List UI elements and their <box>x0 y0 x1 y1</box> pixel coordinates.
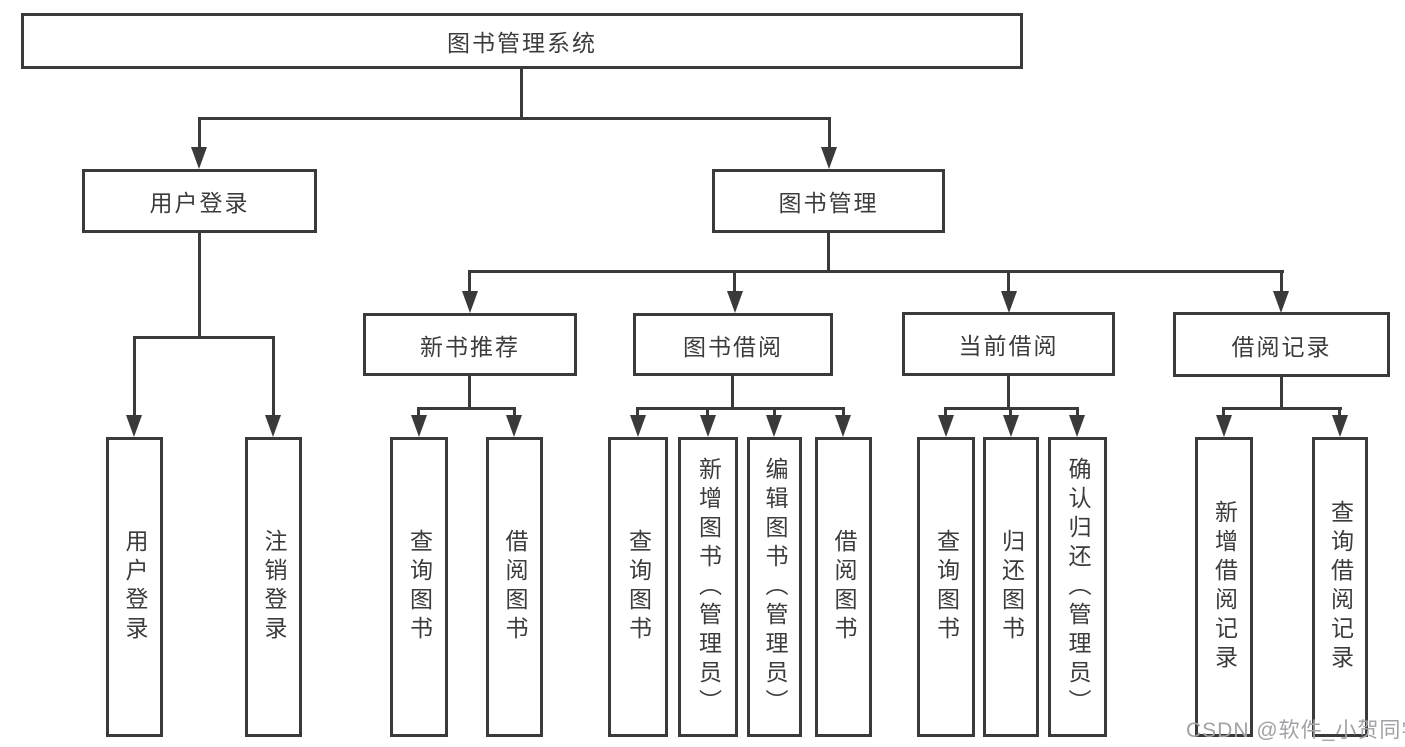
node-system-root: 图书管理系统 <box>21 13 1023 69</box>
node-current-borrow-label: 当前借阅 <box>958 333 1059 359</box>
node-user-login-label: 用户登录 <box>149 190 250 216</box>
leaf-borrow-books: 借阅图书 <box>815 437 872 737</box>
arrowhead-leaf <box>506 415 522 437</box>
connector-borrow-records-branch <box>1222 407 1342 410</box>
connector-stub-leaf-logout <box>272 336 275 416</box>
connector-stub <box>513 407 516 417</box>
leaf-return-books-label: 归还图书 <box>998 529 1025 645</box>
leaf-logout-label: 注销登录 <box>261 529 287 645</box>
connector-stub <box>1009 407 1012 417</box>
connector-stub-book-management <box>828 117 831 148</box>
leaf-query-books-current: 查询图书 <box>917 437 975 737</box>
connector-new-book-stem <box>468 375 471 408</box>
connector-current-borrow-stem <box>1007 376 1010 408</box>
connector-stub <box>636 407 639 417</box>
arrowhead-leaf-login <box>126 415 142 437</box>
node-borrow-records: 借阅记录 <box>1173 312 1390 377</box>
arrowhead-leaf <box>1003 415 1019 437</box>
arrowhead-book-borrow <box>727 291 743 313</box>
leaf-confirm-return-admin: 确认归还（管理员） <box>1048 437 1107 737</box>
leaf-edit-books-admin: 编辑图书（管理员） <box>747 437 802 737</box>
connector-root-stem <box>520 68 523 118</box>
node-user-login: 用户登录 <box>82 169 317 233</box>
arrowhead-leaf <box>1069 415 1085 437</box>
arrowhead-user-login <box>191 147 207 169</box>
connector-book-borrow-stem <box>731 376 734 408</box>
arrowhead-leaf <box>835 415 851 437</box>
node-borrow-records-label: 借阅记录 <box>1231 333 1332 360</box>
connector-stub <box>944 407 947 417</box>
connector-stub-leaf-login <box>133 336 136 416</box>
leaf-add-books-admin: 新增图书（管理员） <box>678 437 738 737</box>
node-system-root-label: 图书管理系统 <box>447 30 597 56</box>
connector-stub-current-borrow <box>1007 270 1010 292</box>
arrowhead-book-management <box>821 147 837 169</box>
leaf-borrow-books-label: 借阅图书 <box>831 529 857 645</box>
leaf-query-books-current-label: 查询图书 <box>933 529 960 645</box>
arrowhead-leaf <box>630 415 646 437</box>
leaf-query-borrow-record-label: 查询借阅记录 <box>1327 500 1354 674</box>
leaf-add-borrow-record: 新增借阅记录 <box>1195 437 1253 737</box>
leaf-confirm-return-admin-label: 确认归还（管理员） <box>1065 456 1091 718</box>
connector-stub <box>1338 407 1341 417</box>
leaf-query-books-recommend: 查询图书 <box>390 437 448 737</box>
leaf-user-login-label: 用户登录 <box>122 529 148 645</box>
connector-stub <box>706 407 709 417</box>
connector-borrow-records-stem <box>1280 377 1283 408</box>
leaf-query-books-recommend-label: 查询图书 <box>406 529 433 645</box>
leaf-query-borrow-record: 查询借阅记录 <box>1312 437 1368 737</box>
connector-new-book-branch <box>417 407 516 410</box>
node-book-management-label: 图书管理 <box>778 190 879 216</box>
leaf-borrow-books-recommend: 借阅图书 <box>486 437 543 737</box>
connector-root-branch <box>198 117 831 120</box>
leaf-borrow-books-recommend-label: 借阅图书 <box>502 529 528 645</box>
csdn-watermark: CSDN @软件_小贺同学 <box>1186 719 1405 742</box>
arrowhead-leaf <box>700 415 716 437</box>
node-book-borrow-label: 图书借阅 <box>683 333 783 360</box>
connector-stub-book-borrow <box>733 270 736 292</box>
leaf-add-books-admin-label: 新增图书（管理员） <box>695 456 722 718</box>
leaf-edit-books-admin-label: 编辑图书（管理员） <box>762 456 788 718</box>
arrowhead-borrow-records <box>1273 291 1289 313</box>
connector-stub <box>773 407 776 417</box>
connector-stub <box>842 407 845 417</box>
connector-modules-branch <box>468 270 1284 273</box>
connector-stub <box>1222 407 1225 417</box>
leaf-return-books: 归还图书 <box>983 437 1039 737</box>
connector-book-management-stem <box>827 233 830 271</box>
node-new-book-recommend-label: 新书推荐 <box>420 333 520 360</box>
arrowhead-leaf-logout <box>265 415 281 437</box>
arrowhead-new-book <box>462 291 478 313</box>
leaf-add-borrow-record-label: 新增借阅记录 <box>1211 500 1238 674</box>
leaf-query-books-borrow-label: 查询图书 <box>625 529 652 645</box>
connector-stub <box>417 407 420 417</box>
arrowhead-leaf <box>411 415 427 437</box>
connector-book-borrow-branch <box>636 407 844 410</box>
leaf-user-login: 用户登录 <box>106 437 163 737</box>
node-current-borrow: 当前借阅 <box>902 312 1115 376</box>
connector-stub-user-login <box>198 117 201 148</box>
node-book-borrow: 图书借阅 <box>633 313 833 376</box>
connector-user-login-branch <box>133 336 275 339</box>
node-book-management: 图书管理 <box>712 169 945 233</box>
arrowhead-leaf <box>938 415 954 437</box>
arrowhead-leaf <box>1216 415 1232 437</box>
leaf-logout: 注销登录 <box>245 437 302 737</box>
connector-stub-new-book <box>468 270 471 292</box>
arrowhead-leaf <box>1332 415 1348 437</box>
connector-stub-borrow-records <box>1280 270 1283 292</box>
node-new-book-recommend: 新书推荐 <box>363 313 577 376</box>
arrowhead-leaf <box>766 415 782 437</box>
leaf-query-books-borrow: 查询图书 <box>608 437 668 737</box>
arrowhead-current-borrow <box>1001 291 1017 313</box>
connector-stub <box>1076 407 1079 417</box>
connector-user-login-stem <box>198 233 201 337</box>
